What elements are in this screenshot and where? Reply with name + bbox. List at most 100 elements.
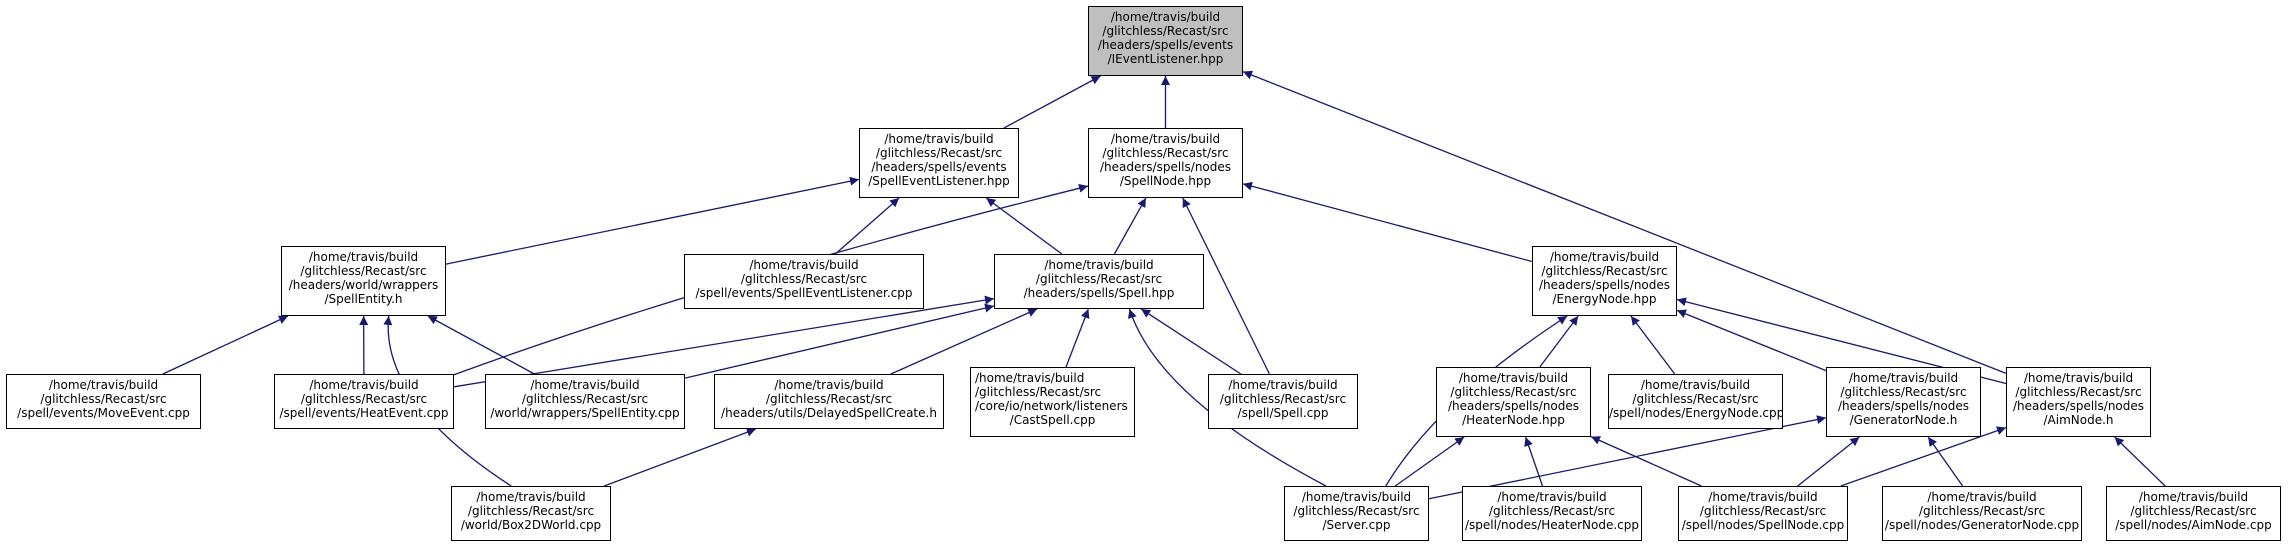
node-label-line: /headers/spells/Spell.hpp: [1023, 286, 1175, 300]
node-label-line: /glitchless/Recast/src: [300, 392, 428, 406]
node-label-line: /spell/events/HeatEvent.cpp: [279, 406, 449, 420]
node-label-line: /AimNode.h: [2043, 413, 2114, 427]
node-label-line: /home/travis/build: [1044, 258, 1154, 272]
node-label-line: /home/travis/build: [1228, 378, 1338, 392]
node-label-line: /home/travis/build: [1458, 371, 1569, 385]
edge-server-to-heater: [1394, 436, 1465, 487]
node-label-line: /home/travis/build: [884, 132, 994, 146]
node-label-line: /glitchless/Recast/src: [1840, 385, 1967, 399]
edge-energycpp-to-energy: [1630, 315, 1676, 375]
node-label-line: /home/travis/build: [1640, 378, 1751, 392]
node-heatev[interactable]: /home/travis/build/glitchless/Recast/src…: [274, 374, 454, 429]
node-label-line: /glitchless/Recast/src: [2015, 385, 2142, 399]
edge-spellhpp-to-sel: [985, 197, 1063, 255]
node-box2d[interactable]: /home/travis/build/glitchless/Recast/src…: [451, 486, 611, 541]
node-sentcpp[interactable]: /home/travis/build/glitchless/Recast/src…: [485, 374, 685, 429]
node-gencpp[interactable]: /home/travis/build/glitchless/Recast/src…: [1882, 486, 2082, 541]
node-label-line: /home/travis/build: [48, 378, 159, 392]
node-label-line: /glitchless/Recast/src: [1293, 504, 1420, 518]
edge-aimcpp-to-aim: [2114, 436, 2166, 487]
node-label-line: /spell/nodes/EnergyNode.cpp: [1609, 406, 1783, 420]
node-aim[interactable]: /home/travis/build/glitchless/Recast/src…: [2006, 367, 2151, 437]
node-label-line: /GeneratorNode.h: [1849, 413, 1958, 427]
node-sel[interactable]: /home/travis/build/glitchless/Recast/src…: [859, 128, 1019, 198]
node-label-line: /world/wrappers/SpellEntity.cpp: [490, 406, 680, 420]
node-label-line: /home/travis/build: [1301, 490, 1412, 504]
node-label-line: /home/travis/build: [774, 378, 884, 392]
node-label-line: /home/travis/build: [1497, 490, 1607, 504]
node-gen[interactable]: /home/travis/build/glitchless/Recast/src…: [1826, 367, 1981, 437]
node-label-line: /Server.cpp: [1322, 518, 1391, 532]
node-label-line: /headers/spells/nodes: [1837, 399, 1970, 413]
node-label-line: /glitchless/Recast/src: [1035, 272, 1163, 286]
node-spellcpp[interactable]: /home/travis/build/glitchless/Recast/src…: [1208, 374, 1358, 429]
node-label-line: /home/travis/build: [1708, 490, 1818, 504]
node-sentity[interactable]: /home/travis/build/glitchless/Recast/src…: [281, 246, 446, 316]
edge-sentcpp-to-spellhpp: [684, 303, 995, 379]
edge-server-to-spellhpp: [1127, 308, 1327, 487]
node-label-line: /EnergyNode.hpp: [1552, 292, 1657, 306]
node-label-line: /home/travis/build: [1927, 490, 2037, 504]
edge-heatercpp-to-heater: [1524, 436, 1544, 487]
node-label-line: /glitchless/Recast/src: [765, 392, 893, 406]
node-label-line: /glitchless/Recast/src: [467, 504, 595, 518]
node-label-line: /glitchless/Recast/src: [40, 392, 167, 406]
node-label-line: /spell/events/MoveEvent.cpp: [17, 406, 190, 420]
node-heater[interactable]: /home/travis/build/glitchless/Recast/src…: [1436, 367, 1591, 437]
edge-gencpp-to-gen: [1927, 436, 1964, 487]
node-label-line: /IEventListener.hpp: [1107, 52, 1224, 66]
edge-selcpp-to-sel: [834, 197, 900, 255]
edge-cast-to-spellhpp: [1065, 308, 1090, 368]
node-label-line: /core/io/network/listeners: [975, 399, 1128, 413]
node-label-line: /spell/nodes/HeaterNode.cpp: [1465, 518, 1639, 532]
edge-heater-to-energy: [1539, 315, 1579, 368]
node-energycpp[interactable]: /home/travis/build/glitchless/Recast/src…: [1608, 374, 1783, 429]
node-label-line: /home/travis/build: [476, 490, 586, 504]
node-snodecpp[interactable]: /home/travis/build/glitchless/Recast/src…: [1678, 486, 1848, 541]
edge-delayed-to-spellhpp: [890, 308, 1038, 375]
edge-sentcpp-to-sentity: [427, 315, 535, 375]
node-label-line: /glitchless/Recast/src: [1632, 392, 1759, 406]
node-label-line: /home/travis/build: [2138, 490, 2249, 504]
edge-spellhpp-to-snode: [1113, 197, 1147, 255]
node-server[interactable]: /home/travis/build/glitchless/Recast/src…: [1284, 486, 1429, 541]
node-label-line: /spell/nodes/AimNode.cpp: [2115, 518, 2272, 532]
node-label-line: /glitchless/Recast/src: [1450, 385, 1577, 399]
node-label-line: /glitchless/Recast/src: [740, 272, 868, 286]
edge-box2d-to-delayed: [603, 427, 757, 487]
node-label-line: /glitchless/Recast/src: [1541, 264, 1668, 278]
edge-snodecpp-to-gen: [1797, 436, 1860, 487]
edge-server-to-gen: [1428, 415, 1827, 500]
node-aimcpp[interactable]: /home/travis/build/glitchless/Recast/src…: [2106, 486, 2281, 541]
node-label-line: /headers/spells/nodes: [1538, 278, 1671, 292]
edge-heatev-to-spellhpp: [453, 295, 995, 388]
node-spellhpp[interactable]: /home/travis/build/glitchless/Recast/src…: [994, 254, 1204, 309]
node-cast[interactable]: /home/travis/build/glitchless/Recast/src…: [970, 367, 1135, 437]
edge-spellcpp-to-spellhpp: [1140, 308, 1242, 375]
node-label-line: /home/travis/build: [749, 258, 859, 272]
node-label-line: /headers/spells/nodes: [2012, 399, 2145, 413]
node-energy[interactable]: /home/travis/build/glitchless/Recast/src…: [1532, 246, 1677, 316]
edge-snodecpp-to-aim: [1840, 426, 2007, 487]
node-label-line: /glitchless/Recast/src: [521, 392, 649, 406]
node-label-line: /headers/spells/events: [871, 160, 1007, 174]
node-move[interactable]: /home/travis/build/glitchless/Recast/src…: [6, 374, 201, 429]
node-label-line: /world/Box2DWorld.cpp: [460, 518, 602, 532]
node-label-line: /glitchless/Recast/src: [1102, 146, 1229, 160]
node-label-line: /spell/Spell.cpp: [1237, 406, 1329, 420]
edge-spellcpp-to-snode: [1182, 197, 1271, 375]
node-label-line: /headers/world/wrappers: [288, 278, 439, 292]
node-delayed[interactable]: /home/travis/build/glitchless/Recast/src…: [714, 374, 944, 429]
node-ievent: /home/travis/build/glitchless/Recast/src…: [1088, 6, 1243, 76]
edge-move-to-sentity: [162, 315, 289, 375]
node-label-line: /glitchless/Recast/src: [875, 146, 1003, 160]
edge-aim-to-ievent: [1242, 70, 2007, 374]
node-snode[interactable]: /home/travis/build/glitchless/Recast/src…: [1088, 128, 1243, 198]
node-label-line: /headers/utils/DelayedSpellCreate.h: [721, 406, 937, 420]
node-selcpp[interactable]: /home/travis/build/glitchless/Recast/src…: [684, 254, 924, 309]
node-label-line: /home/travis/build: [530, 378, 640, 392]
edge-snodecpp-to-heater: [1590, 436, 1702, 487]
node-label-line: /SpellEntity.h: [324, 292, 403, 306]
node-heatercpp[interactable]: /home/travis/build/glitchless/Recast/src…: [1462, 486, 1642, 541]
